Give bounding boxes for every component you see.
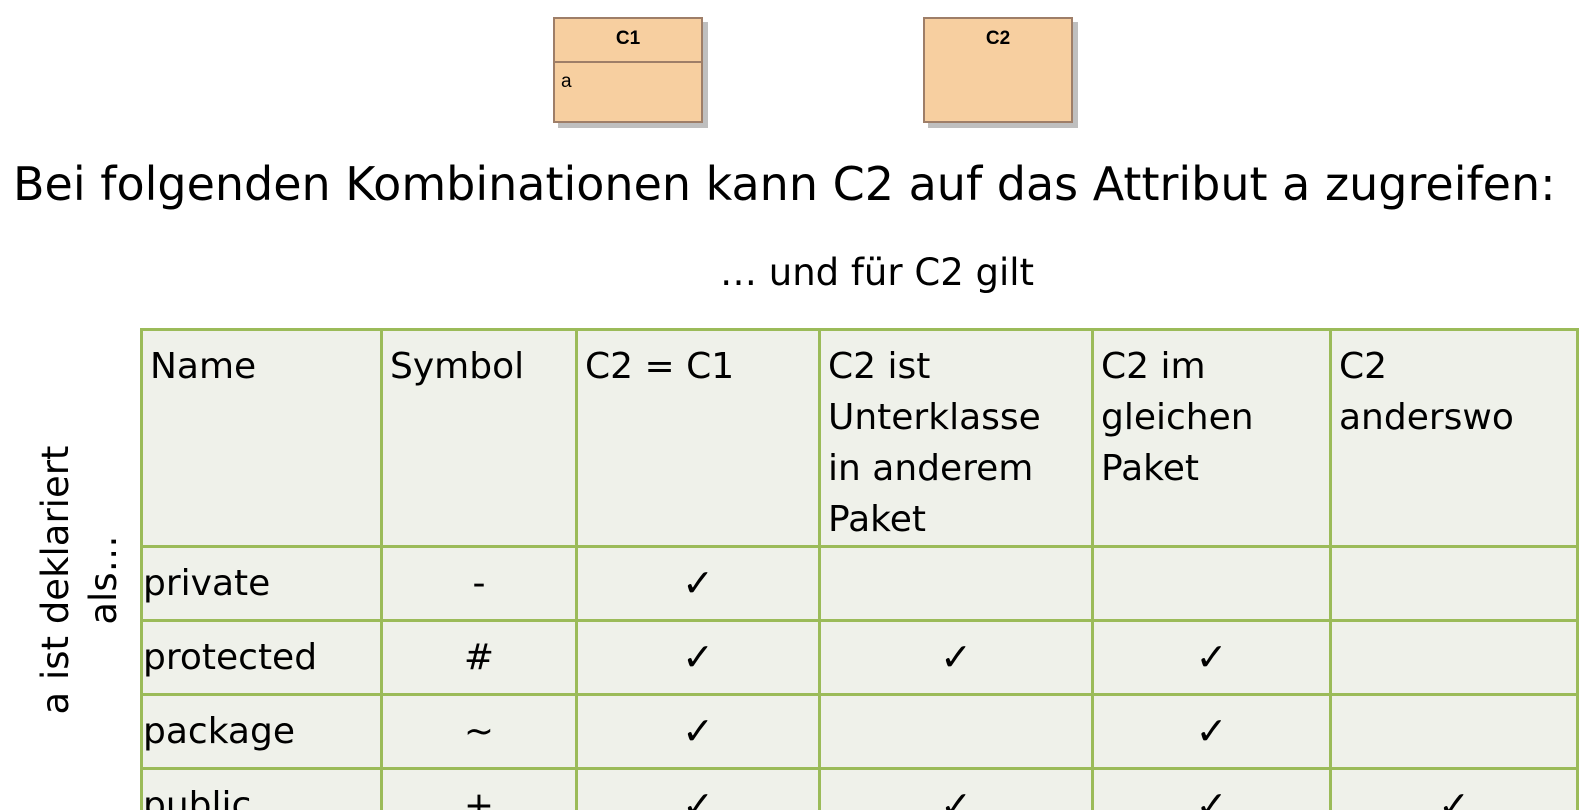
checkmark-icon: ✓: [1195, 634, 1228, 679]
access-cell: ✓: [818, 767, 1094, 810]
modifier-name: protected: [140, 619, 383, 696]
table-row-public: public+ ✓ ✓ ✓ ✓: [140, 767, 1579, 810]
table-row-package: package~ ✓ ✓: [140, 693, 1579, 770]
uml-class-c1-name: C1: [555, 19, 701, 63]
access-cell: ✓: [575, 545, 821, 622]
access-cell: [818, 545, 1094, 622]
access-cell: [1329, 693, 1579, 770]
modifier-name: private: [140, 545, 383, 622]
modifier-symbol: +: [380, 767, 578, 810]
header-symbol: Symbol: [380, 328, 578, 548]
checkmark-icon: ✓: [682, 634, 714, 679]
access-cell: ✓: [575, 693, 821, 770]
table-row-protected: protected# ✓ ✓ ✓: [140, 619, 1579, 696]
table-header-row: Name Symbol C2 = C1 C2 ist Unterklasse i…: [140, 328, 1579, 548]
access-table-body: private- ✓ protected# ✓ ✓ ✓ package~ ✓ ✓ public+ ✓…: [140, 545, 1579, 810]
header-same-package: C2 im gleichen Paket: [1091, 328, 1332, 548]
header-name: Name: [140, 328, 383, 548]
column-group-label: … und für C2 gilt: [720, 251, 1035, 294]
modifier-name: public: [140, 767, 383, 810]
access-table: Name Symbol C2 = C1 C2 ist Unterklasse i…: [140, 328, 1579, 810]
access-cell: [1329, 545, 1579, 622]
checkmark-icon: ✓: [1195, 708, 1228, 753]
checkmark-icon: ✓: [682, 782, 714, 810]
access-cell: ✓: [1091, 619, 1332, 696]
row-axis-label: a ist deklariert als…: [34, 445, 125, 715]
uml-class-c2: C2: [923, 17, 1073, 123]
header-same-class: C2 = C1: [575, 328, 821, 548]
access-cell: [1329, 619, 1579, 696]
modifier-name: package: [140, 693, 383, 770]
access-cell: [818, 693, 1094, 770]
checkmark-icon: ✓: [682, 708, 714, 753]
uml-class-c1: C1 a: [553, 17, 703, 123]
header-elsewhere: C2 anderswo: [1329, 328, 1579, 548]
checkmark-icon: ✓: [940, 634, 972, 679]
modifier-symbol: #: [380, 619, 578, 696]
header-subclass-other-package: C2 ist Unterklasse in anderem Paket: [818, 328, 1094, 548]
access-cell: ✓: [575, 767, 821, 810]
access-cell: [1091, 545, 1332, 622]
uml-class-c2-name: C2: [985, 28, 1011, 49]
slide-heading: Bei folgenden Kombinationen kann C2 auf …: [13, 157, 1556, 211]
checkmark-icon: ✓: [682, 560, 714, 605]
checkmark-icon: ✓: [940, 782, 972, 810]
access-cell: ✓: [575, 619, 821, 696]
access-cell: ✓: [1091, 767, 1332, 810]
modifier-symbol: ~: [380, 693, 578, 770]
access-cell: ✓: [818, 619, 1094, 696]
uml-class-c1-attribute: a: [561, 71, 572, 92]
access-cell: ✓: [1329, 767, 1579, 810]
modifier-symbol: -: [380, 545, 578, 622]
checkmark-icon: ✓: [1195, 782, 1228, 810]
access-cell: ✓: [1091, 693, 1332, 770]
table-row-private: private- ✓: [140, 545, 1579, 622]
checkmark-icon: ✓: [1438, 782, 1470, 810]
